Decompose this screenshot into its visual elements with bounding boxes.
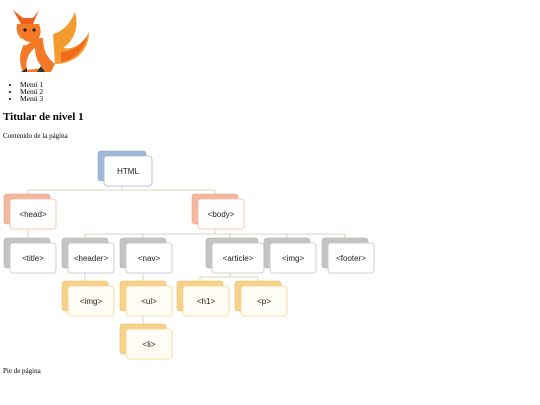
node-label: <img> [282, 254, 305, 263]
menu-item[interactable]: Menú 3 [20, 95, 43, 103]
connector-lines [27, 185, 346, 324]
node-label: <title> [22, 254, 44, 263]
node-label: <nav> [138, 254, 161, 263]
node-label: HTML [117, 167, 139, 176]
fox-logo-image [13, 10, 89, 72]
node-label: <footer> [336, 254, 366, 263]
node-h1: <h1> [176, 280, 230, 317]
menu-item[interactable]: Menú 1 [20, 81, 43, 89]
node-ul: <ul> [119, 280, 173, 317]
node-body: <body> [191, 193, 245, 230]
node-html: HTML [97, 150, 153, 187]
node-label: <img> [80, 297, 103, 306]
menu-item[interactable]: Menú 2 [20, 88, 43, 96]
node-label: <head> [19, 210, 46, 219]
node-p: <p> [234, 280, 288, 317]
page-content: Contenido de la página [3, 132, 68, 140]
node-title: <title> [3, 237, 57, 274]
page-heading: Titular de nivel 1 [3, 111, 84, 123]
node-label: <header> [74, 254, 109, 263]
node-label: <p> [257, 297, 271, 306]
node-footer: <footer> [321, 237, 375, 274]
node-head: <head> [3, 193, 57, 230]
node-img-top: <img> [263, 237, 317, 274]
node-header: <header> [61, 237, 115, 274]
node-label: <body> [208, 210, 235, 219]
node-article: <article> [205, 237, 265, 274]
menu-list: Menú 1 Menú 2 Menú 3 [3, 81, 43, 103]
node-label: <li> [143, 340, 156, 349]
node-label: <ul> [141, 297, 157, 306]
node-li: <li> [119, 323, 173, 360]
node-label: <article> [223, 254, 254, 263]
node-label: <h1> [197, 297, 216, 306]
page-footer: Pie de página [3, 367, 41, 375]
node-nav: <nav> [119, 237, 173, 274]
node-img-header: <img> [61, 280, 115, 317]
